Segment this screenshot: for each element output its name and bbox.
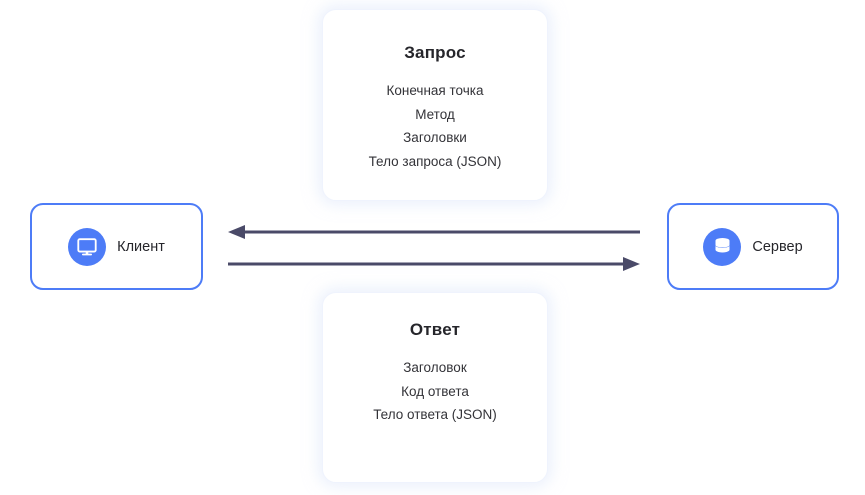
response-card-line: Тело ответа (JSON)	[373, 407, 497, 422]
response-card: Ответ Заголовок Код ответа Тело ответа (…	[322, 292, 548, 483]
request-card-title: Запрос	[404, 43, 466, 62]
request-card-lines: Конечная точка Метод Заголовки Тело запр…	[323, 79, 547, 173]
arrow-server-to-client	[228, 225, 640, 239]
request-card-line: Заголовки	[403, 130, 467, 145]
response-card-lines: Заголовок Код ответа Тело ответа (JSON)	[323, 356, 547, 427]
server-node-label: Сервер	[752, 238, 803, 255]
request-card: Запрос Конечная точка Метод Заголовки Те…	[322, 9, 548, 201]
client-node[interactable]: Клиент	[30, 203, 203, 290]
response-card-line: Заголовок	[403, 360, 467, 375]
request-card-line: Метод	[415, 106, 455, 122]
request-card-line: Конечная точка	[386, 83, 484, 98]
server-node[interactable]: Сервер	[667, 203, 839, 290]
client-node-inner: Клиент	[68, 227, 165, 266]
client-node-label: Клиент	[117, 238, 165, 255]
monitor-icon	[68, 227, 107, 266]
server-node-inner: Сервер	[703, 227, 803, 266]
response-card-line: Код ответа	[401, 383, 469, 399]
arrow-client-to-server	[228, 257, 640, 271]
response-card-title: Ответ	[409, 320, 461, 339]
request-card-line: Тело запроса (JSON)	[368, 153, 502, 169]
database-icon	[703, 227, 742, 266]
